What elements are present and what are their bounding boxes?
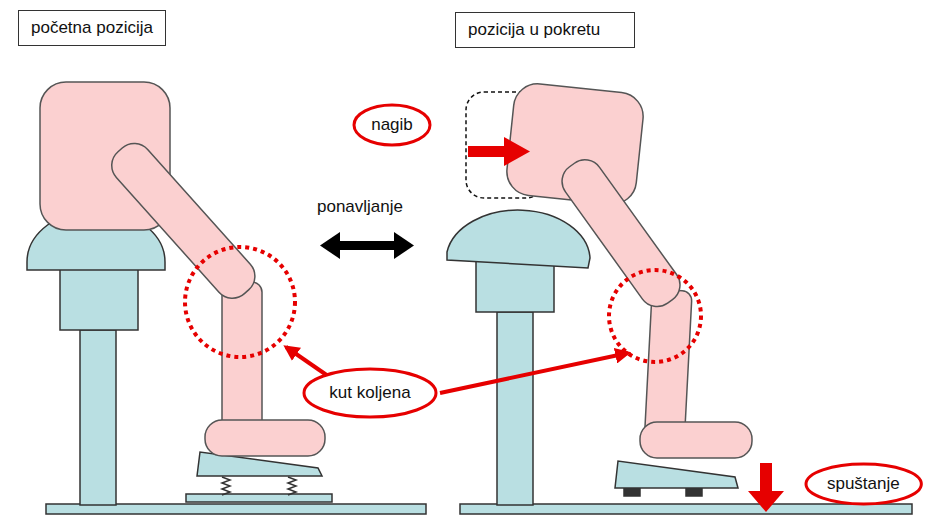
node-text: početna pozicija — [31, 18, 153, 38]
ellipse-outline — [806, 464, 921, 504]
ellipse-outline — [354, 105, 430, 145]
callout-ellipse: nagib — [352, 103, 432, 147]
ellipse-outline — [304, 369, 436, 417]
callout-ellipse: spuštanje — [804, 462, 923, 506]
motion-label: ponavljanje — [317, 197, 403, 217]
node-text: kut koljena — [329, 383, 410, 403]
repeat-arrow — [320, 232, 414, 259]
callout-ellipse: kut koljena — [302, 367, 438, 419]
title-box: pozicija u pokretu — [455, 12, 635, 48]
node-text: spuštanje — [827, 474, 900, 494]
node-text: pozicija u pokretu — [468, 20, 600, 40]
tilt-arrow — [468, 137, 530, 166]
knee-marker — [185, 247, 295, 357]
pedal-left — [186, 452, 332, 502]
node-text: nagib — [371, 115, 413, 135]
figure-right — [505, 82, 752, 458]
lowering-arrow — [748, 463, 784, 512]
pedal-right — [615, 461, 738, 496]
title-box: početna pozicija — [18, 10, 166, 46]
knee-marker — [609, 270, 701, 362]
figure-left — [40, 82, 325, 456]
